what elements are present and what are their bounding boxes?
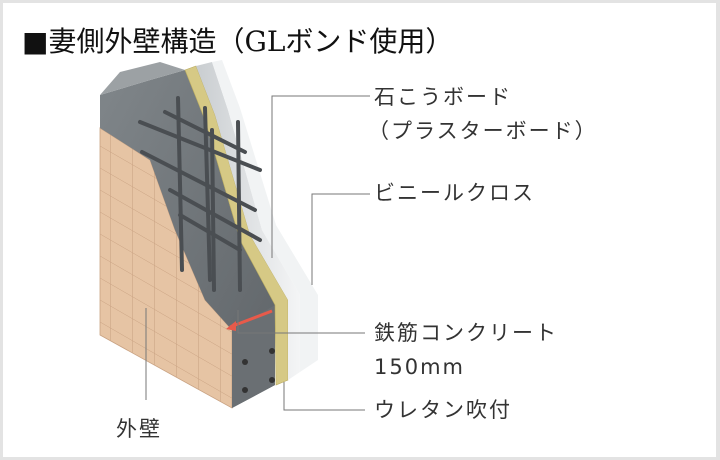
gypsum-board-layer [196,62,300,380]
label-exterior-wall: 外壁 [116,417,162,441]
label-rc-thickness: 150mm [374,355,465,379]
leader-rc [237,310,365,334]
thickness-arrow [226,309,273,331]
diagram-title: ■妻側外壁構造（GLボンド使用） [22,25,454,58]
label-vinyl-cloth: ビニールクロス [374,181,535,205]
rebar-grid [138,96,262,292]
label-plaster-board: （プラスターボード） [368,119,598,143]
label-gypsum-board: 石こうボード [374,85,512,109]
leader-vinyl [311,193,370,285]
label-reinforced-concrete: 鉄筋コンクリート [374,321,558,345]
label-urethane: ウレタン吹付 [374,398,512,422]
leader-lines [145,95,370,411]
leader-gypsum [271,95,370,258]
leader-urethane [283,382,365,411]
